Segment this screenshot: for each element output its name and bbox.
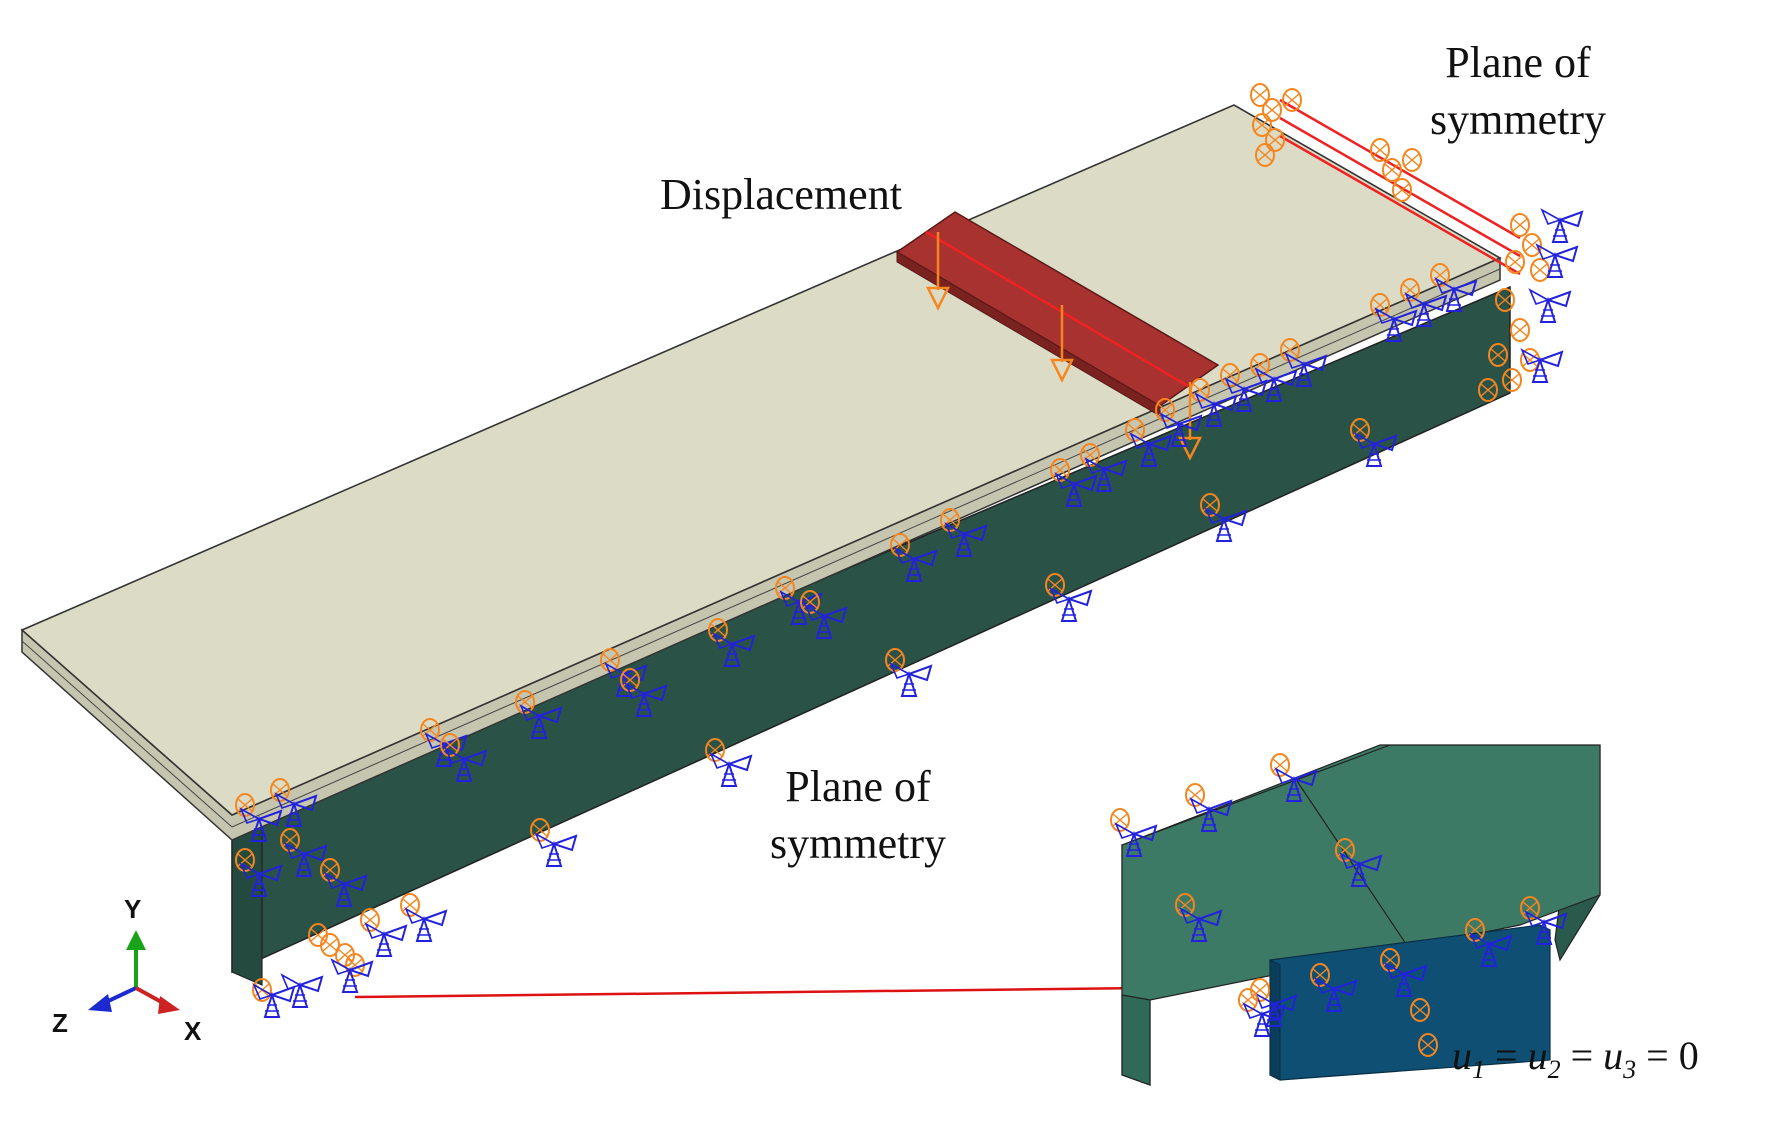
symmetry-label-mid: Plane of symmetry bbox=[770, 758, 946, 872]
inset-front-face bbox=[1121, 994, 1151, 1086]
displacement-label: Displacement bbox=[660, 170, 902, 219]
axis-x-label: X bbox=[184, 1016, 202, 1046]
leader-line bbox=[354, 986, 1149, 999]
load-plate bbox=[895, 211, 1220, 417]
symmetry-label-top: Plane of symmetry bbox=[1430, 34, 1606, 148]
boundary-condition-equation: u1 = u2 = u3 = 0 bbox=[1452, 1033, 1699, 1084]
coordinate-triad: Y Z X bbox=[52, 894, 202, 1046]
support-detail-inset bbox=[1111, 744, 1601, 1086]
axis-y-label: Y bbox=[124, 894, 141, 924]
symmetry-label-top-line1: Plane of bbox=[1445, 38, 1591, 87]
displacement-arrows bbox=[925, 232, 1203, 461]
symmetry-label-mid-line1: Plane of bbox=[785, 762, 931, 811]
web-end-face bbox=[231, 827, 263, 986]
slab-top-face bbox=[20, 104, 1502, 816]
axis-z-label: Z bbox=[52, 1008, 68, 1038]
symmetry-label-mid-line2: symmetry bbox=[770, 819, 946, 869]
symmetry-label-top-line2: symmetry bbox=[1430, 95, 1606, 145]
